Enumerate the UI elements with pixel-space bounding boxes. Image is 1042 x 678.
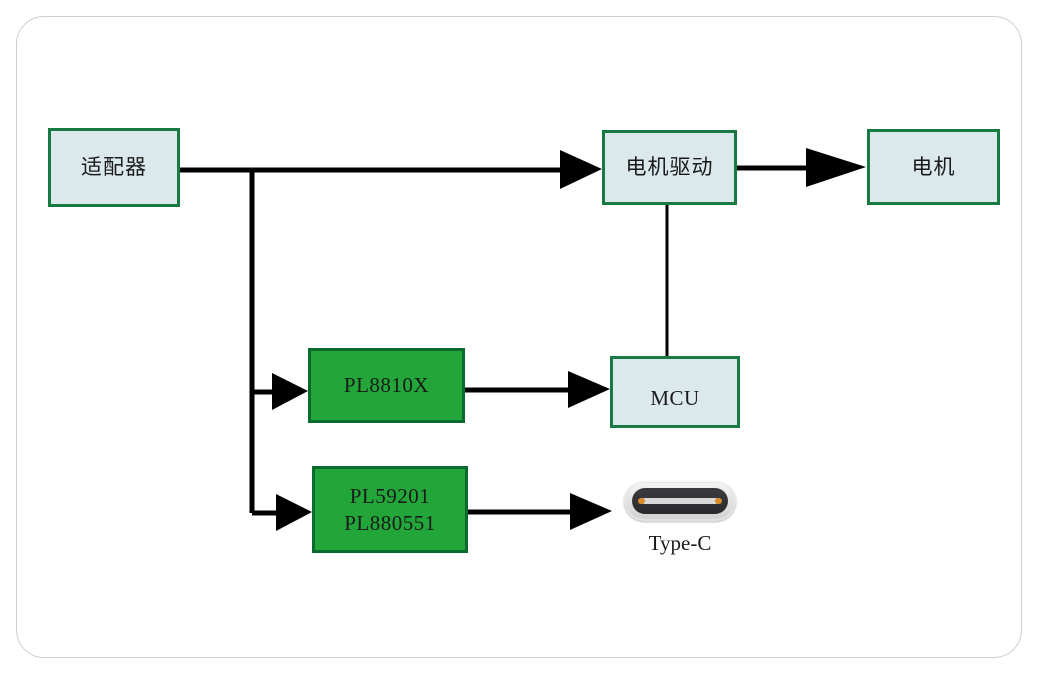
diagram-panel	[16, 16, 1022, 658]
arrowhead-trunk-to-pl59201	[276, 494, 312, 531]
node-motor-driver-label: 电机驱动	[625, 155, 714, 180]
arrowhead-pl8810x-to-mcu	[568, 371, 610, 408]
typec-pin-right	[715, 498, 722, 504]
typec-pin-left	[638, 498, 645, 504]
node-motor[interactable]: 电机	[867, 129, 1000, 205]
node-adapter[interactable]: 适配器	[48, 128, 180, 207]
typec-tongue	[641, 498, 719, 504]
node-chip-pl59201-line2: PL880551	[344, 510, 436, 535]
typec-label: Type-C	[648, 531, 712, 555]
node-mcu-label: MCU	[650, 385, 700, 410]
node-mcu[interactable]: MCU	[610, 356, 740, 428]
usb-type-c-port-icon[interactable]	[624, 481, 736, 521]
arrowhead-driver-to-motor	[806, 148, 866, 187]
node-motor-driver[interactable]: 电机驱动	[602, 130, 737, 205]
arrowhead-adapter-to-driver	[560, 150, 602, 189]
node-motor-label: 电机	[911, 154, 956, 179]
node-chip-pl8810x-label: PL8810X	[343, 373, 430, 398]
arrowhead-trunk-to-pl8810x	[272, 373, 308, 410]
node-chip-pl59201-label: PL59201 PL880551	[344, 483, 436, 537]
node-chip-pl59201-line1: PL59201	[349, 483, 431, 508]
arrowhead-pl59201-to-typec	[570, 493, 612, 530]
node-chip-pl59201[interactable]: PL59201 PL880551	[312, 466, 468, 553]
node-adapter-label: 适配器	[81, 155, 147, 180]
node-chip-pl8810x[interactable]: PL8810X	[308, 348, 465, 423]
